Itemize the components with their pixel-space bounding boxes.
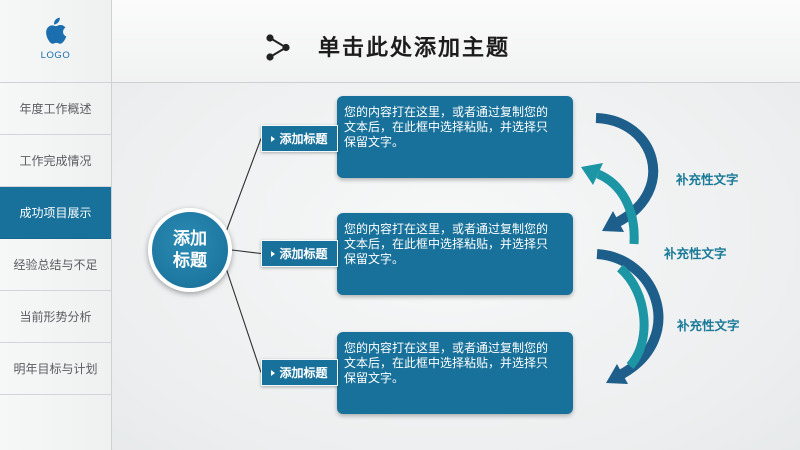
center-topic-circle[interactable]: 添加 标题 (148, 208, 232, 292)
center-topic-line-1: 添加 (173, 229, 207, 248)
branch-label-text: 添加标题 (279, 247, 328, 261)
connector-line-2 (231, 249, 262, 255)
cycle-arrow-upper-inner-head (581, 163, 603, 185)
cycle-arrow-lower-outer (596, 249, 664, 379)
center-topic-line-2: 标题 (173, 251, 207, 270)
sidebar-item-label: 年度工作概述 (19, 102, 92, 116)
sidebar-item-label: 经验总结与不足 (13, 258, 98, 272)
label-pointer-icon (271, 250, 276, 257)
branch-label-2[interactable]: 添加标题 (261, 240, 338, 267)
sidebar-item-work-completion[interactable]: 工作完成情况 (0, 135, 111, 187)
branch-text-box-2[interactable]: 您的内容打在这里，或者通过复制您的文本后，在此框中选择粘贴，并选择只保留文字。 (337, 213, 573, 295)
branch-label-3[interactable]: 添加标题 (261, 359, 338, 386)
sidebar-nav: 年度工作概述 工作完成情况 成功项目展示 经验总结与不足 当前形势分析 明年目标… (0, 82, 111, 395)
sidebar-item-label: 工作完成情况 (19, 154, 92, 168)
branch-text: 您的内容打在这里，或者通过复制您的文本后，在此框中选择粘贴，并选择只保留文字。 (344, 105, 549, 149)
branch-text-box-1[interactable]: 您的内容打在这里，或者通过复制您的文本后，在此框中选择粘贴，并选择只保留文字。 (337, 96, 573, 178)
cycle-arrow-lower-inner (616, 264, 649, 370)
connector-line-1 (225, 138, 262, 233)
side-note-3[interactable]: 补充性文字 (677, 319, 740, 333)
cycle-arrow-upper-outer (595, 113, 659, 227)
sidebar-item-label: 明年目标与计划 (13, 362, 98, 376)
sidebar: LOGO 年度工作概述 工作完成情况 成功项目展示 经验总结与不足 当前形势分析… (0, 0, 112, 450)
sidebar-item-label: 成功项目展示 (19, 206, 92, 220)
branch-text-box-3[interactable]: 您的内容打在这里，或者通过复制您的文本后，在此框中选择粘贴，并选择只保留文字。 (337, 332, 573, 414)
label-pointer-icon (271, 135, 276, 142)
branch-text: 您的内容打在这里，或者通过复制您的文本后，在此框中选择粘贴，并选择只保留文字。 (344, 341, 549, 385)
sidebar-item-successful-projects[interactable]: 成功项目展示 (0, 187, 111, 239)
page-title[interactable]: 单击此处添加主题 (318, 35, 511, 60)
branch-text: 您的内容打在这里，或者通过复制您的文本后，在此框中选择粘贴，并选择只保留文字。 (344, 222, 549, 266)
label-pointer-icon (271, 369, 276, 376)
logo-text: LOGO (40, 50, 71, 61)
sidebar-item-label: 当前形势分析 (19, 310, 92, 324)
cycle-arrow-upper-outer-head (602, 211, 624, 232)
sidebar-item-lessons-learned[interactable]: 经验总结与不足 (0, 239, 111, 291)
header: 单击此处添加主题 (112, 0, 800, 83)
share-nodes-icon (265, 33, 291, 62)
sidebar-item-situation-analysis[interactable]: 当前形势分析 (0, 291, 111, 343)
sidebar-item-annual-overview[interactable]: 年度工作概述 (0, 83, 111, 135)
branch-label-1[interactable]: 添加标题 (261, 125, 338, 152)
side-note-1[interactable]: 补充性文字 (676, 173, 739, 187)
logo: LOGO (0, 0, 111, 82)
side-note-2[interactable]: 补充性文字 (664, 247, 727, 261)
apple-icon (44, 17, 67, 44)
branch-label-text: 添加标题 (279, 132, 328, 146)
cycle-arrow-lower-outer-head (606, 364, 628, 384)
connector-line-3 (225, 267, 262, 373)
branch-label-text: 添加标题 (279, 366, 328, 380)
sidebar-item-next-year-plan[interactable]: 明年目标与计划 (0, 343, 111, 395)
cycle-arrow-upper-inner (596, 169, 639, 245)
